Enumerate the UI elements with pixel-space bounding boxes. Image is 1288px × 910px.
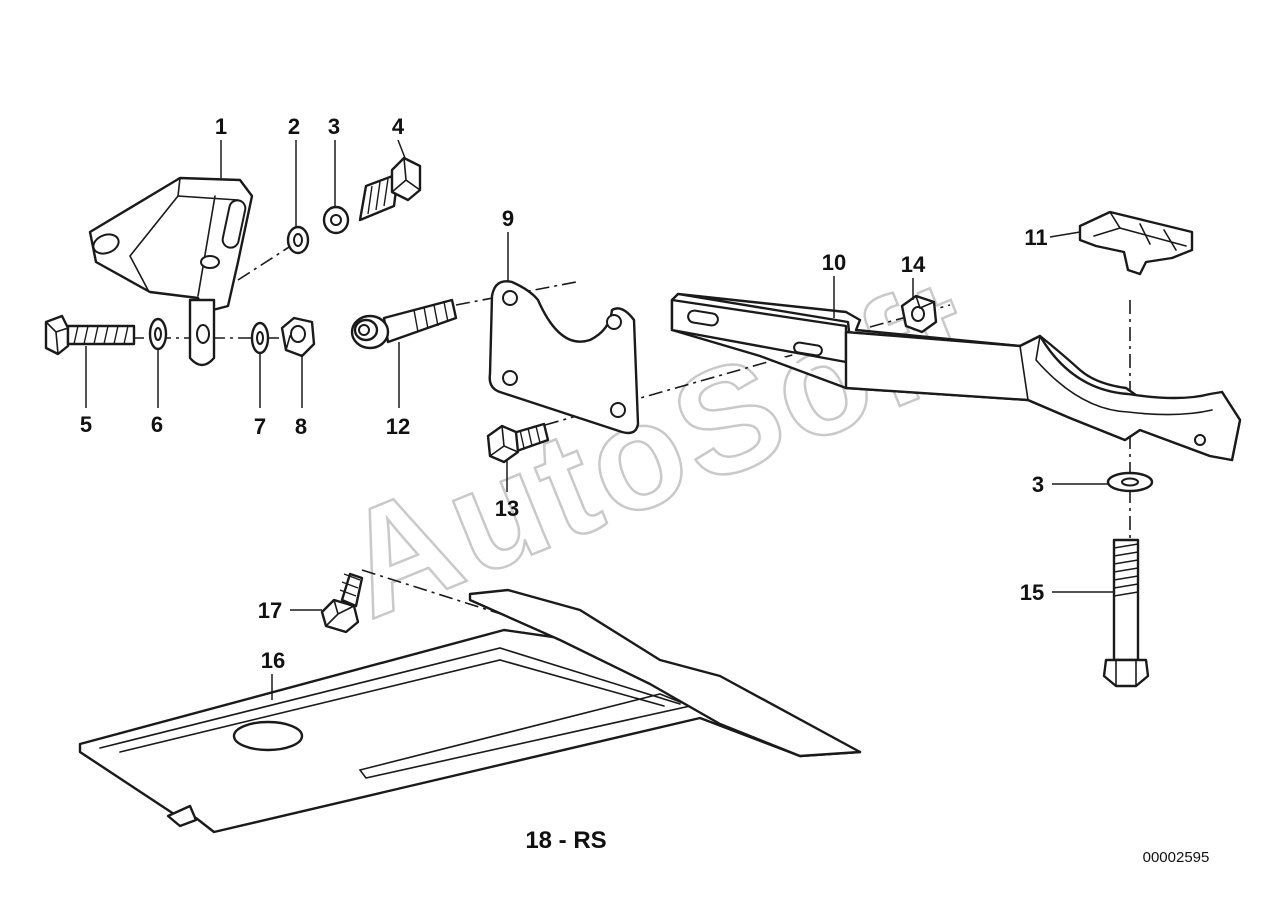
part-3-washer-right — [1106, 471, 1154, 493]
part-3-washer — [322, 205, 350, 235]
part-6-washer — [148, 317, 168, 351]
part-7-washer — [250, 321, 270, 355]
callout-7: 7 — [254, 414, 266, 439]
callout-2: 2 — [288, 114, 300, 139]
callout-17: 17 — [258, 598, 282, 623]
callout-16: 16 — [261, 648, 285, 673]
diagram-caption: 18 - RS — [525, 827, 606, 854]
part-1-bracket — [88, 176, 254, 367]
part-5-bolt — [44, 314, 136, 356]
part-16-panel — [78, 588, 862, 834]
callout-8: 8 — [295, 414, 307, 439]
callout-12: 12 — [386, 414, 410, 439]
callout-3-right: 3 — [1032, 472, 1044, 497]
part-10-support-arm — [670, 292, 1242, 462]
callout-6: 6 — [151, 412, 163, 437]
callout-13: 13 — [495, 496, 519, 521]
part-14-nut — [900, 294, 938, 334]
part-15-bolt — [1102, 538, 1150, 688]
part-11-buffer — [1078, 210, 1194, 276]
part-4-bolt — [358, 156, 422, 222]
part-17-screw — [320, 572, 364, 634]
leader-lines — [85, 139, 1114, 700]
part-9-plate — [488, 280, 640, 435]
callout-9: 9 — [502, 206, 514, 231]
part-2-washer — [286, 225, 310, 255]
callout-labels: 1 2 3 4 5 6 7 8 9 10 11 12 13 14 3 15 16… — [80, 114, 1048, 673]
part-13-bolt — [486, 422, 550, 464]
callout-14: 14 — [901, 252, 926, 277]
callout-10: 10 — [822, 250, 846, 275]
callout-11: 11 — [1024, 225, 1047, 250]
callout-15: 15 — [1020, 580, 1044, 605]
callout-4: 4 — [392, 114, 405, 139]
part-8-nut — [280, 316, 316, 358]
part-12-bolt — [350, 298, 458, 350]
callout-1: 1 — [215, 114, 227, 139]
callout-3: 3 — [328, 114, 340, 139]
diagram-code: 00002595 — [1143, 849, 1210, 866]
callout-5: 5 — [80, 412, 92, 437]
